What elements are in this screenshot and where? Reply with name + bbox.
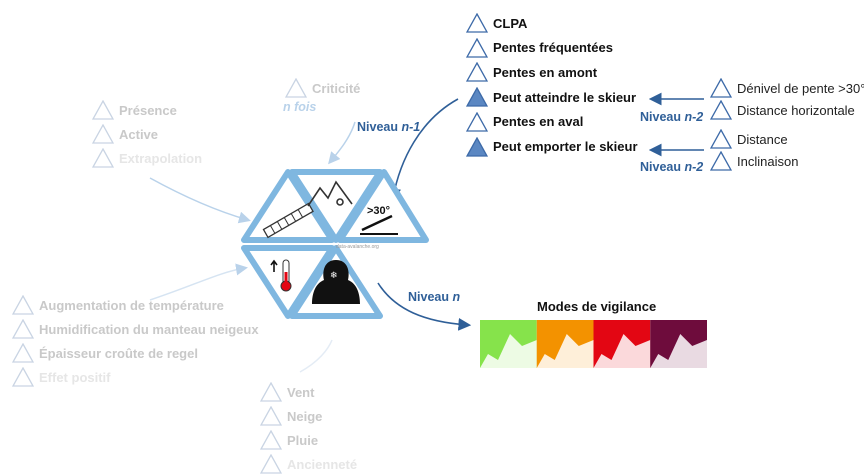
arrow-niveau-n1	[388, 98, 459, 202]
triangle-icon	[285, 78, 307, 98]
triangle-icon	[260, 430, 282, 450]
temperature-label: Épaisseur croûte de regel	[39, 345, 198, 361]
slope-label: Peut atteindre le skieur	[493, 89, 637, 105]
sub-a-label: Dénivel de pente >30°	[737, 80, 864, 96]
niveau-n2b-label: Niveau n-2	[640, 160, 704, 174]
slope-label: Pentes en aval	[493, 114, 584, 130]
weather-item: Pluie	[260, 430, 318, 450]
sub-b-item: Inclinaison	[710, 151, 798, 171]
triangle-icon	[710, 129, 732, 149]
risk-hexagon: >30° ❄ data-avalanche.org	[241, 169, 429, 319]
triangle-icon	[92, 124, 114, 144]
slope-label: Pentes fréquentées	[493, 40, 613, 56]
presence-label: Extrapolation	[119, 150, 203, 166]
svg-text:>30°: >30°	[367, 205, 390, 217]
triangle-icon	[260, 454, 282, 474]
weather-item: Neige	[260, 406, 322, 426]
temperature-item: Augmentation de température	[12, 295, 224, 315]
terrain-icon	[307, 180, 353, 207]
connector-weather	[299, 339, 333, 373]
sub-b-item: Distance	[710, 129, 788, 149]
slope-label: Pentes en amont	[493, 64, 598, 80]
vigilance-title: Modes de vigilance	[537, 299, 657, 314]
niveau-n2a-label: Niveau n-2	[640, 110, 704, 124]
vigilance-panel	[650, 320, 707, 368]
svg-text:❄: ❄	[330, 271, 338, 281]
vigilance-panel	[480, 320, 537, 368]
weather-label: Vent	[287, 384, 315, 400]
triangle-slope	[337, 169, 429, 243]
slope-icon: >30°	[360, 205, 398, 235]
criticite-item: Criticité	[285, 78, 360, 98]
watermark-text: data-avalanche.org	[336, 244, 379, 250]
arrow-niveau-n	[377, 282, 472, 331]
triangle-icon	[12, 295, 34, 315]
weather-item: Ancienneté	[260, 454, 357, 474]
thermometer-icon	[270, 259, 292, 292]
temperature-label: Humidification du manteau neigeux	[39, 321, 259, 337]
weather-label: Ancienneté	[287, 456, 358, 472]
triangle-icon	[710, 78, 732, 98]
sub-b-label: Distance	[737, 131, 788, 147]
slope-item: Pentes fréquentées	[466, 37, 613, 58]
weather-label: Pluie	[287, 432, 319, 448]
presence-item: Active	[92, 124, 158, 144]
presence-label: Présence	[119, 102, 177, 118]
slope-item: Peut emporter le skieur	[466, 136, 638, 157]
presence-item: Extrapolation	[92, 148, 202, 168]
triangle-icon	[710, 100, 732, 120]
sub-a-label: Distance horizontale	[737, 102, 855, 118]
triangle-terrain	[289, 169, 383, 243]
vigilance-panel	[536, 320, 594, 368]
niveau-n1-label: Niveau n-1	[357, 120, 421, 134]
connector-temperature	[149, 263, 248, 301]
slope-label: Peut emporter le skieur	[493, 139, 638, 154]
triangle-icon	[466, 62, 488, 83]
triangle-icon	[466, 136, 488, 157]
triangle-icon	[12, 319, 34, 339]
temperature-label: Effet positif	[39, 369, 111, 385]
snow-gauge-icon	[262, 202, 314, 239]
triangle-icon	[92, 100, 114, 120]
weather-figure-icon: ❄	[312, 260, 360, 304]
triangle-icon	[466, 111, 488, 132]
sub-b-label: Inclinaison	[737, 153, 799, 169]
triangle-icon	[260, 382, 282, 402]
presence-label: Active	[119, 126, 159, 142]
triangle-icon	[12, 367, 34, 387]
presence-item: Présence	[92, 100, 177, 120]
slope-item: Peut atteindre le skieur	[466, 87, 636, 107]
sub-a-item: Dénivel de pente >30°	[710, 78, 864, 98]
criticite-sub: n fois	[283, 100, 317, 114]
slope-label: CLPA	[493, 15, 528, 31]
weather-label: Neige	[287, 408, 323, 424]
triangle-icon	[12, 343, 34, 363]
temperature-item: Effet positif	[12, 367, 111, 387]
slope-item: Pentes en amont	[466, 62, 598, 83]
triangle-icon	[710, 151, 732, 171]
triangle-icon	[466, 37, 488, 58]
sub-a-item: Distance horizontale	[710, 100, 855, 120]
temperature-item: Épaisseur croûte de regel	[12, 343, 198, 363]
criticite-label: Criticité	[312, 80, 361, 96]
connector-criticite	[328, 121, 356, 165]
connector-presence	[149, 177, 251, 224]
niveau-n-label: Niveau n	[408, 290, 461, 304]
temperature-label: Augmentation de température	[39, 297, 224, 313]
triangle-icon	[466, 13, 488, 33]
slope-item: CLPA	[466, 13, 527, 33]
weather-item: Vent	[260, 382, 314, 402]
slope-item: Pentes en aval	[466, 111, 584, 132]
vigilance-panel	[593, 320, 651, 368]
vigilance-scale	[480, 320, 707, 368]
triangle-icon	[260, 406, 282, 426]
triangle-icon	[466, 87, 488, 107]
temperature-item: Humidification du manteau neigeux	[12, 319, 259, 339]
triangle-icon	[92, 148, 114, 168]
